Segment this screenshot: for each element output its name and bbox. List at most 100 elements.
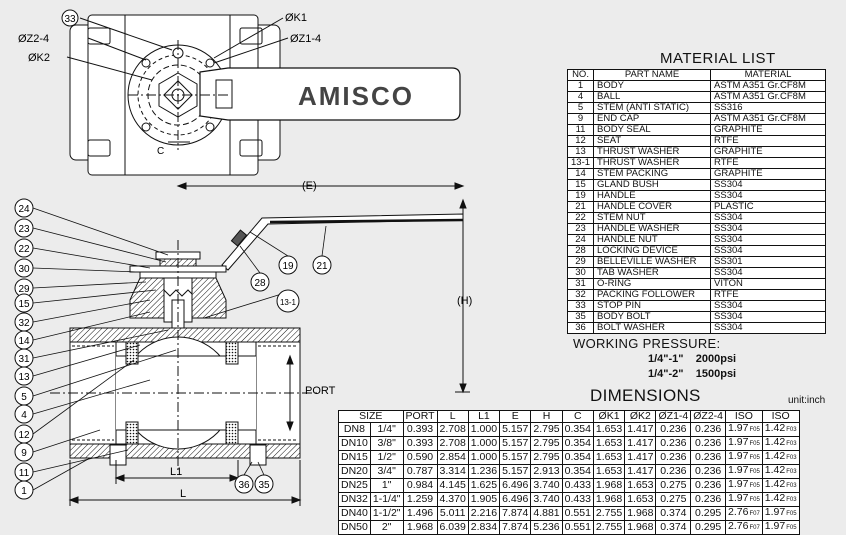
material-no: 12: [566, 135, 595, 147]
dimension-iso: 1.42F03: [761, 436, 800, 451]
dimension-port: 0.590: [402, 450, 438, 465]
dimension-iso: 1.42F03: [761, 464, 800, 479]
callout-circle: [14, 442, 34, 462]
dimension-c: 0.354: [561, 450, 594, 465]
material-no: 36: [566, 322, 595, 334]
dimension-z1: 0.374: [655, 506, 692, 521]
dimension-iso: 1.42F03: [761, 492, 800, 507]
material-value: RTFE: [710, 135, 827, 147]
dimensions-unit: unit:inch: [788, 395, 826, 406]
dimension-k2: 1.653: [624, 492, 657, 507]
dimension-port: 1.968: [402, 520, 438, 535]
material-value: GRAPHITE: [710, 124, 827, 136]
dimension-dn: DN10: [338, 436, 371, 451]
callout-9: 9: [21, 448, 27, 459]
callout-circle: [14, 198, 34, 218]
dimensions-header-cell: L: [436, 410, 469, 423]
material-value: SS301: [710, 256, 827, 268]
material-value: SS304: [710, 311, 827, 323]
callout-leader: [32, 344, 141, 377]
callout-15: 15: [18, 299, 30, 310]
material-value: SS304: [710, 190, 827, 202]
iso-value: 1.42: [764, 464, 786, 476]
dimension-dn: DN15: [338, 450, 371, 465]
header-material: MATERIAL: [710, 69, 827, 81]
iso-value: 1.97: [728, 464, 749, 476]
dimension-e: 5.157: [499, 436, 532, 451]
callout-33: 33: [64, 14, 76, 25]
callout-5: 5: [21, 392, 27, 403]
material-part-name: PACKING FOLLOWER: [593, 289, 712, 301]
callout-leader: [32, 457, 91, 491]
dimension-iso: 2.76F07: [725, 520, 763, 535]
material-no: 28: [566, 245, 595, 257]
dimension-l: 6.039: [436, 520, 469, 535]
dimension-k2: 1.417: [624, 422, 657, 437]
material-value: SS304: [710, 267, 827, 279]
dimension-h: 3.740: [530, 492, 563, 507]
iso-flange: F03: [786, 427, 797, 433]
material-value: SS304: [710, 212, 827, 224]
dimension-size: 3/4": [369, 464, 404, 479]
dimensions-header-cell: E: [499, 410, 532, 423]
iso-flange: F07: [749, 511, 760, 517]
callout-circle: [14, 218, 34, 238]
material-no: 24: [566, 234, 595, 246]
dimension-c: 0.551: [561, 520, 594, 535]
material-no: 30: [566, 267, 595, 279]
callout-22: 22: [18, 244, 30, 255]
callout-11: 11: [19, 468, 30, 479]
material-value: RTFE: [710, 289, 827, 301]
material-part-name: SEAT: [593, 135, 712, 147]
section-view: [50, 182, 470, 506]
working-pressure-row: 1/4"-1" 2000psi: [648, 353, 736, 365]
dimension-z1: 0.275: [655, 492, 692, 507]
material-value: GRAPHITE: [710, 146, 827, 158]
dimension-l: 4.145: [436, 478, 469, 493]
callout-leader: [32, 349, 177, 397]
material-part-name: BOLT WASHER: [593, 322, 712, 334]
callout-36: 36: [238, 480, 250, 491]
dimension-z2: 0.236: [690, 450, 727, 465]
dimension-l1: 1.625: [467, 478, 501, 493]
pressure-value: 1500psi: [695, 368, 737, 380]
dimension-k2: 1.653: [624, 478, 657, 493]
callout-leader: [239, 245, 261, 274]
dimension-k2: 1.417: [624, 464, 657, 479]
material-part-name: TAB WASHER: [593, 267, 712, 279]
material-no: 13-1: [566, 157, 595, 169]
dimension-z2: 0.236: [690, 436, 727, 451]
material-value: SS304: [710, 245, 827, 257]
dimension-k1: 1.968: [592, 478, 626, 493]
dimension-c: 0.433: [561, 492, 594, 507]
callout-leader: [32, 281, 147, 289]
material-value: ASTM A351 Gr.CF8M: [710, 91, 827, 103]
callout-leader: [321, 225, 327, 257]
dimension-port: 0.984: [402, 478, 438, 493]
iso-value: 1.42: [764, 492, 786, 504]
material-part-name: LOCKING DEVICE: [593, 245, 712, 257]
dimension-l1: 1.000: [467, 436, 501, 451]
callout-leader: [32, 227, 167, 263]
iso-flange: F03: [786, 441, 797, 447]
dimension-k1: 1.653: [592, 422, 626, 437]
iso-flange: F05: [749, 497, 760, 503]
callout-leader: [32, 247, 151, 269]
callout-leader: [32, 449, 129, 473]
dimension-iso: 1.97F05: [725, 450, 763, 465]
material-part-name: STOP PIN: [593, 300, 712, 312]
dimension-z1: 0.236: [655, 436, 692, 451]
dimensions-title: DIMENSIONS: [590, 386, 701, 405]
material-part-name: O-RING: [593, 278, 712, 290]
